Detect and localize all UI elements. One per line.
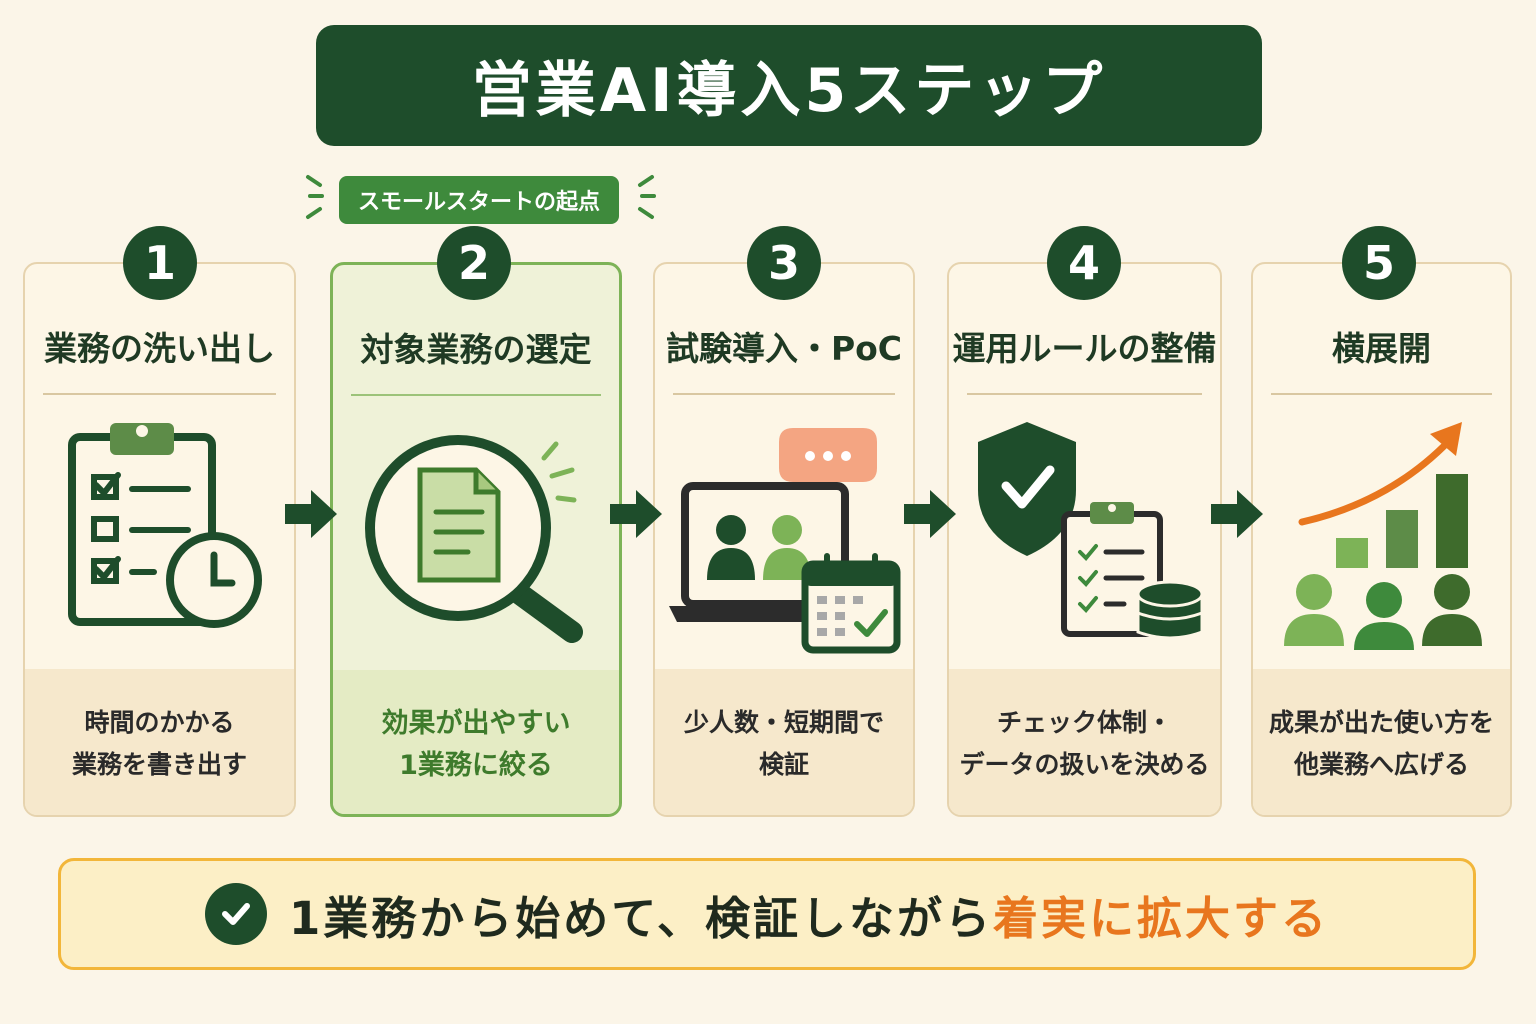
summary-accent: 着実に拡大する	[993, 891, 1330, 945]
step-title-2: 対象業務の選定	[360, 330, 592, 369]
sparkle-lines-icon	[306, 175, 656, 219]
arrow-right-icon	[285, 490, 337, 538]
step-number-4: 4	[1047, 226, 1121, 300]
shield-clipboard-database-icon	[978, 422, 1204, 640]
step-card-5: 横展開 成果が出た使い方を 他業務へ広げる	[1251, 262, 1512, 817]
step-number-1: 1	[123, 226, 197, 300]
step-desc-4-line1: チェック体制・	[996, 708, 1172, 737]
card-divider	[673, 393, 895, 395]
step-desc-2: 効果が出やすい 1業務に絞る	[333, 670, 619, 814]
step-desc-5: 成果が出た使い方を 他業務へ広げる	[1253, 669, 1510, 815]
card-divider	[43, 393, 276, 395]
step-number-5: 5	[1342, 226, 1416, 300]
small-start-badge-wrap: スモールスタートの起点	[296, 165, 662, 235]
card-divider	[351, 394, 601, 396]
step-desc-3: 少人数・短期間で 検証	[655, 669, 913, 815]
step-title-4: 運用ルールの整備	[952, 329, 1217, 368]
step-title-1: 業務の洗い出し	[44, 329, 275, 368]
summary-text: 1業務から始めて、検証しながら着実に拡大する	[289, 882, 1329, 947]
step-desc-5-line1: 成果が出た使い方を	[1268, 708, 1494, 737]
step-desc-2-line2: 1業務に絞る	[399, 750, 553, 781]
growth-chart-team-icon	[1284, 422, 1482, 650]
step-desc-1-line1: 時間のかかる	[84, 708, 235, 737]
step-title-5: 横展開	[1332, 329, 1431, 368]
page-title: 営業AI導入5ステップ	[471, 56, 1107, 126]
step-desc-1: 時間のかかる 業務を書き出す	[25, 669, 294, 815]
step-desc-2-line1: 効果が出やすい	[381, 708, 571, 739]
step-desc-5-line2: 他業務へ広げる	[1293, 750, 1469, 779]
arrow-right-icon	[904, 490, 956, 538]
step-desc-4-line2: データの扱いを決める	[959, 750, 1210, 779]
clipboard-checklist-clock-icon	[68, 423, 262, 628]
arrow-right-icon	[610, 490, 662, 538]
small-start-badge: スモールスタートの起点	[339, 176, 619, 224]
step-desc-3-line1: 少人数・短期間で	[683, 708, 884, 737]
step-number-2: 2	[437, 226, 511, 300]
laptop-video-chat-calendar-icon	[669, 428, 901, 654]
step-desc-1-line2: 業務を書き出す	[71, 750, 247, 779]
step-title-3: 試験導入・PoC	[665, 329, 903, 368]
step-desc-3-line2: 検証	[758, 750, 809, 779]
summary-banner: 1業務から始めて、検証しながら着実に拡大する	[58, 858, 1476, 970]
arrow-right-icon	[1211, 490, 1263, 538]
summary-main: 1業務から始めて、検証しながら	[288, 891, 994, 945]
check-circle-icon	[204, 883, 267, 945]
card-divider	[967, 393, 1202, 395]
step-number-3: 3	[747, 226, 821, 300]
magnifier-document-icon	[365, 435, 583, 643]
title-banner: 営業AI導入5ステップ	[316, 25, 1262, 146]
card-divider	[1271, 393, 1492, 395]
step-desc-4: チェック体制・ データの扱いを決める	[949, 669, 1220, 815]
